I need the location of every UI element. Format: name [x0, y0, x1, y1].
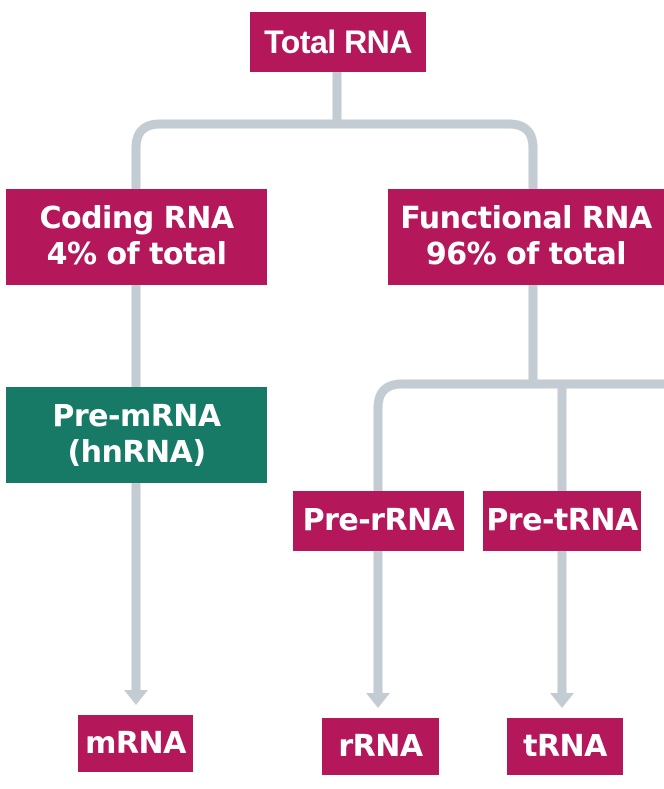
total-rna-node: Total RNA [250, 12, 426, 72]
connector-total-branch [131, 119, 538, 189]
pre-rrna-node: Pre-rRNA [293, 491, 464, 551]
coding-rna-title: Coding RNA [39, 201, 234, 236]
pre-mrna-alias: (hnRNA) [67, 435, 206, 470]
functional-rna-share: 96% of total [425, 237, 627, 272]
pre-mrna-node: Pre-mRNA (hnRNA) [6, 387, 267, 483]
pre-rrna-label: Pre-rRNA [302, 503, 455, 538]
trna-node: tRNA [507, 718, 623, 775]
rrna-node: rRNA [322, 718, 439, 775]
rrna-label: rRNA [338, 728, 423, 764]
pre-trna-node: Pre-tRNA [483, 491, 641, 551]
functional-rna-title: Functional RNA [400, 201, 652, 236]
trna-label: tRNA [523, 728, 607, 764]
arrowhead-rrna [366, 693, 390, 708]
arrowhead-mrna [124, 690, 148, 705]
pre-mrna-title: Pre-mRNA [52, 399, 221, 434]
coding-rna-node: Coding RNA 4% of total [6, 189, 267, 285]
pre-trna-label: Pre-tRNA [486, 503, 638, 538]
arrowhead-trna [550, 693, 574, 708]
coding-rna-share: 4% of total [46, 237, 227, 272]
functional-rna-node: Functional RNA 96% of total [388, 189, 664, 285]
connector-functional-branch [373, 379, 664, 491]
total-rna-label: Total RNA [264, 23, 412, 60]
mrna-node: mRNA [78, 715, 193, 772]
mrna-label: mRNA [85, 725, 186, 761]
